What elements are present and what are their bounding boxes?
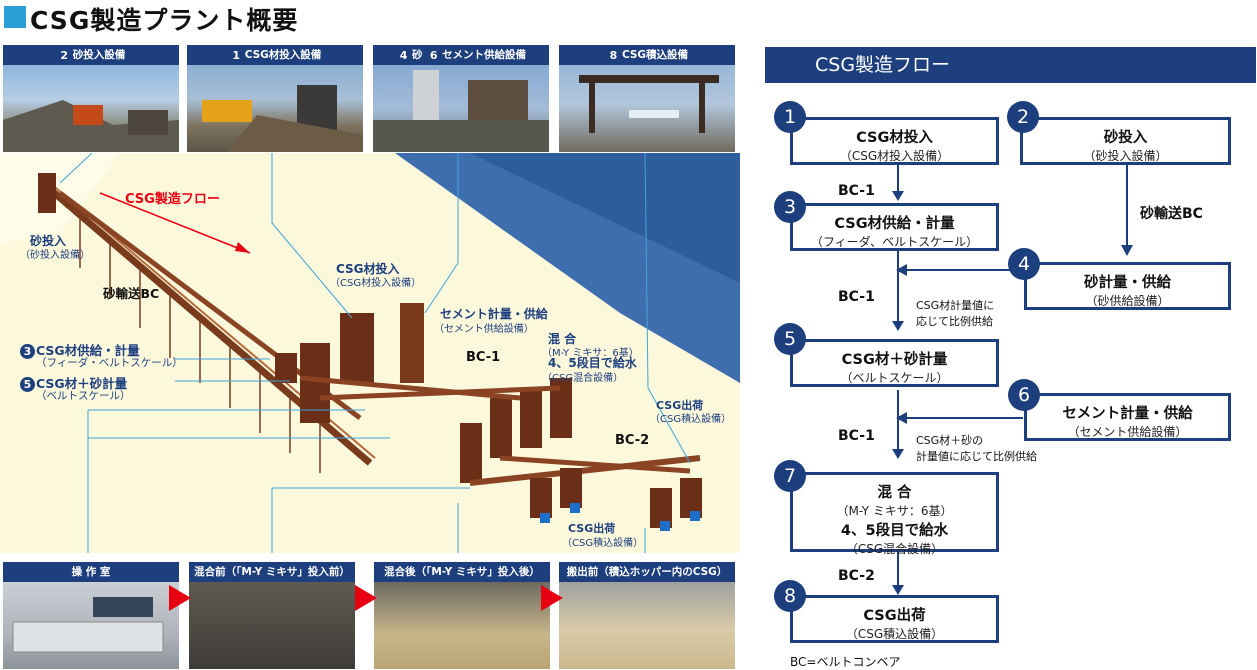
csg-input-label: CSG材投入 — [336, 262, 400, 276]
csg-ship-sub: （CSG積込設備） — [650, 414, 732, 425]
arrow-right-icon — [355, 585, 377, 611]
csg-ship2-sub: （CSG積込設備） — [562, 538, 644, 549]
flow-step-7: 混 合 （M-Y ミキサ：6基） 4、5段目で給水 （CSG混合設備） — [790, 472, 999, 556]
photo-before-shipping: 搬出前（積込ホッパー内のCSG） — [559, 562, 735, 669]
page-title: CSG製造プラント概要 — [30, 6, 299, 35]
flow-arrows — [892, 165, 1133, 595]
arrow-right-icon — [169, 585, 191, 611]
csg-ship-label: CSG出荷 — [656, 399, 704, 412]
csg-ship2-label: CSG出荷 — [568, 522, 616, 535]
bc1-connector-b: BC-1 — [838, 289, 875, 305]
photo-after-mixing: 混合後（「M-Y ミキサ」投入後） — [374, 562, 550, 669]
step-number-2: 2 — [1007, 101, 1039, 133]
item3-sub: （フィーダ・ベルトスケール） — [36, 357, 183, 369]
sand-bc-label: 砂輸送BC — [103, 286, 160, 301]
proportional-note-1: CSG材計量値に応じて比例供給 — [916, 299, 995, 328]
sand-input-sub: （砂投入設備） — [20, 250, 90, 261]
flow-step-4: 砂計量・供給（砂供給設備） — [1024, 262, 1231, 310]
plant-diagram — [0, 153, 740, 553]
step-number-8: 8 — [774, 580, 806, 612]
sand-input-label: 砂投入 — [30, 234, 67, 248]
flow-arrow-label: CSG製造フロー — [125, 192, 220, 207]
title-marker — [4, 6, 26, 28]
mix-sub1: （M-Y ミキサ：6基） — [542, 348, 639, 359]
bc2-connector: BC-2 — [838, 568, 875, 584]
flow-step-3: CSG材供給・計量（フィーダ、ベルトスケール） — [790, 203, 999, 251]
step-number-7: 7 — [774, 460, 806, 492]
photo-before-mixing: 混合前（「M-Y ミキサ」投入前） — [189, 562, 355, 669]
step-number-6: 6 — [1008, 379, 1040, 411]
step-number-1: 1 — [774, 101, 806, 133]
flow-step-2: 砂投入（砂投入設備） — [1020, 117, 1231, 165]
flow-step-1: CSG材投入（CSG材投入設備） — [790, 117, 999, 165]
photo-control-room: 操 作 室 — [3, 562, 179, 669]
bc1-connector-c: BC-1 — [838, 428, 875, 444]
step-number-3: 3 — [774, 191, 806, 223]
footnote: BC=ベルトコンベア — [790, 655, 901, 669]
cement-label: セメント計量・供給 — [440, 307, 548, 321]
arrow-right-icon — [541, 585, 563, 611]
csg-input-sub: （CSG材投入設備） — [330, 278, 422, 289]
mix-water-label: 4、5段目で給水 — [548, 356, 637, 370]
bc1-connector-a: BC-1 — [838, 183, 875, 199]
step-number-5: 5 — [774, 323, 806, 355]
item5-sub: （ベルトスケール） — [36, 390, 131, 402]
bc1-label: BC-1 — [466, 350, 501, 365]
step-number-4: 4 — [1008, 248, 1040, 280]
sand-bc-connector: 砂輸送BC — [1140, 206, 1203, 222]
cement-sub: （セメント供給設備） — [434, 324, 534, 335]
flow-header: CSG製造フロー — [765, 47, 1256, 83]
proportional-note-2: CSG材＋砂の計量値に応じて比例供給 — [916, 434, 1037, 463]
flow-step-6: セメント計量・供給（セメント供給設備） — [1024, 393, 1231, 441]
flow-step-5: CSG材＋砂計量（ベルトスケール） — [790, 339, 999, 387]
flow-step-8: CSG出荷（CSG積込設備） — [790, 595, 999, 643]
mix-label: 混 合 — [548, 332, 577, 346]
mix-sub3: （CSG混合設備） — [542, 373, 624, 384]
bc2-label: BC-2 — [615, 433, 650, 448]
